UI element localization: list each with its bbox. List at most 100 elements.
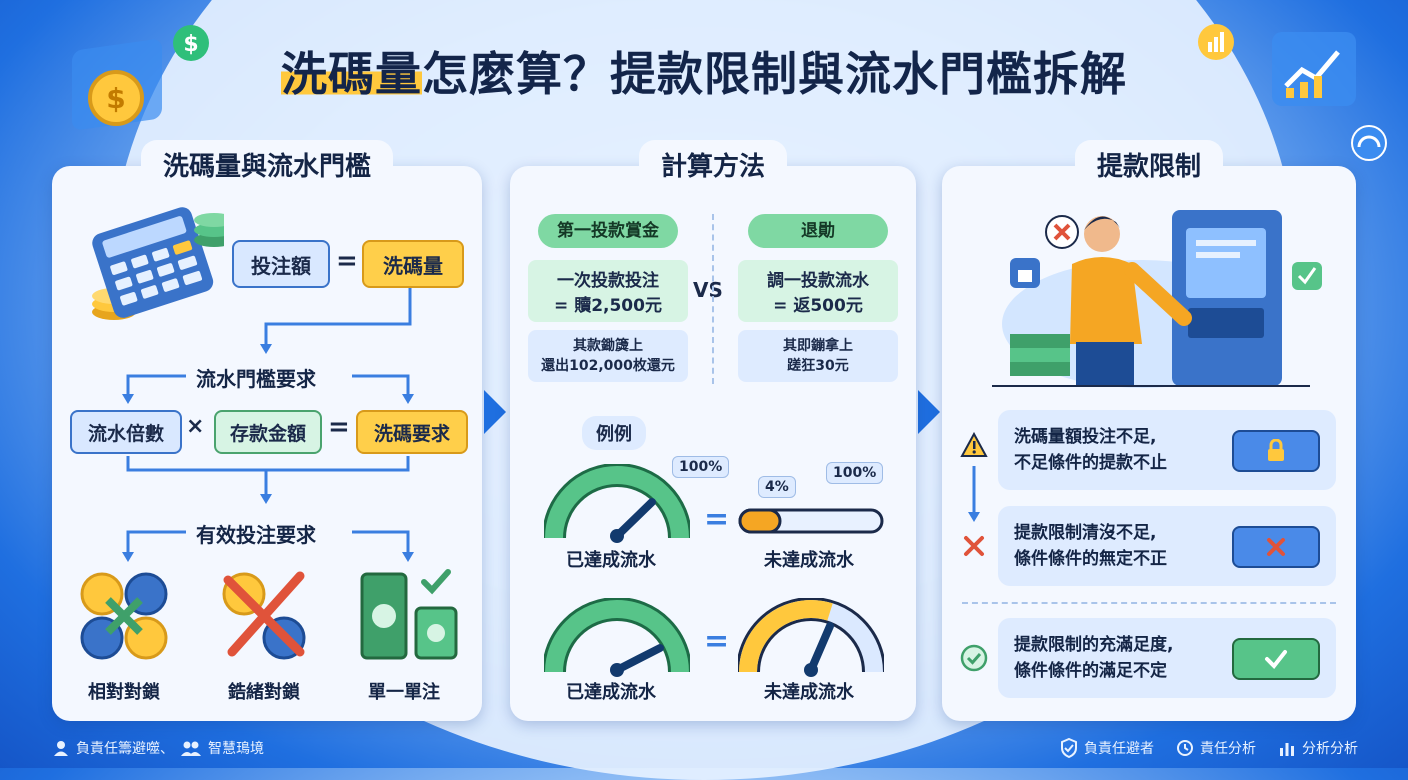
title-highlight: 洗碼量 — [281, 47, 422, 101]
atm-user-illustration — [992, 210, 1322, 388]
equals-sign: = — [336, 246, 358, 276]
row-divider — [962, 602, 1336, 604]
equals-gauge-1: = — [704, 502, 730, 537]
group-icon — [181, 741, 201, 756]
green-check-icon — [960, 644, 988, 672]
right-note-line1: 其即鏰拿上 — [783, 338, 853, 354]
panel-calculation-tab: 計算方法 — [638, 140, 788, 187]
svg-text:$: $ — [183, 32, 198, 57]
right-note-card: 其即鏰拿上 蹉狂30元 — [738, 330, 898, 382]
restriction-row-3: 提款限制的充滿足度, 條件條件的滿足不定 — [998, 618, 1336, 698]
right-calc-line2: = 返500元 — [773, 296, 863, 316]
gauge-bubble-icon — [1351, 125, 1387, 161]
flow-arrows — [122, 288, 414, 562]
check-icon — [1265, 650, 1287, 669]
item-label-1: 相對對鎖 — [88, 682, 160, 703]
hedge-chips-icon — [80, 572, 168, 660]
restriction-row-3-line1: 提款限制的充滿足度, — [1014, 635, 1174, 655]
restriction-row-3-line2: 條件條件的滿足不定 — [1014, 661, 1167, 681]
footer-right: 負責任避者 責任分析 分析分析 — [1060, 738, 1358, 758]
single-bet-icon — [360, 569, 458, 660]
panel-calculation: 計算方法 第一投款賞金 退勛 一次投款投注 = 贖2,500元 VS 調一投款流… — [510, 140, 916, 721]
restriction-row-2: 提款限制清沒不足, 條件條件的無定不正 — [998, 506, 1336, 586]
example-pill: 例例 — [582, 416, 646, 450]
restriction-row-1-line1: 洗碼量額投注不足, — [1014, 427, 1157, 447]
restriction-row-2-text: 提款限制清沒不足, 條件條件的無定不正 — [1014, 520, 1167, 572]
left-note-line1: 其款鋤簴上 — [573, 338, 643, 354]
times-sign: × — [186, 414, 205, 439]
left-calc-line1: 一次投款投注 — [557, 271, 659, 291]
not-reached-label-1: 未達成流水 — [764, 550, 854, 571]
panel-wagering-tab: 洗碼量與流水門檻 — [140, 140, 394, 187]
rebate-pill: 退勛 — [748, 214, 888, 248]
first-deposit-pill: 第一投款賞金 — [538, 214, 678, 248]
x-icon — [1267, 538, 1285, 556]
page-title: 洗碼量怎麼算？提款限制與流水門檻拆解 — [0, 38, 1408, 104]
title-rest: 怎麼算？提款限制與流水門檻拆解 — [422, 47, 1127, 101]
bar-chart-icon — [1280, 743, 1294, 756]
right-calc-line1: 調一投款流水 — [767, 271, 869, 291]
arrow-right-2 — [918, 390, 940, 434]
valid-bet-label: 有效投注要求 — [196, 523, 316, 547]
deposit-box: 存款金額 — [214, 410, 322, 454]
left-calc-card: 一次投款投注 = 贖2,500元 — [528, 260, 688, 322]
footer-right-3: 分析分析 — [1302, 741, 1358, 757]
reject-button[interactable] — [1232, 526, 1320, 568]
left-note-card: 其款鋤簴上 還出102,000枚還元 — [528, 330, 688, 382]
bet-amount-box: 投注額 — [232, 240, 330, 288]
chart-bubble-icon — [1198, 24, 1234, 60]
restriction-row-1-text: 洗碼量額投注不足, 不足條件的提款不止 — [1014, 424, 1167, 476]
rolling-amount-box: 洗碼量 — [362, 240, 464, 288]
restriction-row-2-line2: 條件條件的無定不正 — [1014, 549, 1167, 569]
restriction-row-2-line1: 提款限制清沒不足, — [1014, 523, 1157, 543]
vs-divider — [712, 214, 714, 384]
calculator-icon — [92, 207, 224, 320]
bar-end-label: 100% — [826, 462, 884, 484]
equals-gauge-2: = — [704, 624, 730, 659]
restriction-row-1-line2: 不足條件的提款不止 — [1014, 453, 1167, 473]
multiplier-box: 流水倍數 — [70, 410, 182, 454]
footer-right-1: 負責任避者 — [1084, 741, 1154, 757]
restriction-row-3-text: 提款限制的充滿足度, 條件條件的滿足不定 — [1014, 632, 1173, 684]
arrow-right-1 — [484, 390, 506, 434]
equals-sign-2: = — [328, 412, 350, 442]
restriction-row-1: 洗碼量額投注不足, 不足條件的提款不止 — [998, 410, 1336, 490]
approve-button[interactable] — [1232, 638, 1320, 680]
panel-wagering: 洗碼量與流水門檻 投注額 = 洗碼量 — [52, 140, 482, 721]
reached-label-1: 已達成流水 — [566, 550, 656, 571]
gauge-reached-2 — [544, 598, 690, 677]
vs-label: VS — [693, 278, 723, 302]
analytics-screen-icon — [1272, 32, 1356, 106]
footer-left: 負責任籌避噬、 智慧鳿境 — [52, 738, 264, 758]
left-calc-line2: = 贖2,500元 — [554, 296, 662, 316]
item-label-2: 鋯緒對鎖 — [228, 682, 300, 703]
rolling-requirement-box: 洗碼要求 — [356, 410, 468, 454]
dollar-coin-icon: $ — [72, 39, 162, 130]
right-calc-card: 調一投款流水 = 返500元 — [738, 260, 898, 322]
panel-withdrawal: 提款限制 洗碼量額投注不足, 不足條件的提款不止 提款限制清沒不足, 條件條件的無定… — [942, 140, 1356, 721]
shield-icon — [1061, 738, 1077, 758]
gauge-pct-label: 100% — [672, 456, 730, 478]
lock-button[interactable] — [1232, 430, 1320, 472]
warning-icon — [960, 432, 988, 457]
item-label-3: 單一單注 — [368, 682, 440, 703]
gauge-reached-1 — [544, 464, 690, 543]
cross-chips-icon — [222, 571, 306, 660]
lock-icon — [1268, 439, 1284, 461]
not-reached-label-2: 未達成流水 — [764, 682, 854, 703]
user-icon — [54, 741, 68, 756]
footer-left-text: 負責任籌避噬、 — [76, 741, 174, 757]
reached-label-2: 已達成流水 — [566, 682, 656, 703]
right-note-line2: 蹉狂30元 — [787, 358, 849, 374]
left-note-line2: 還出102,000枚還元 — [541, 358, 675, 374]
progress-bar — [738, 508, 884, 534]
svg-text:$: $ — [106, 82, 125, 115]
threshold-label: 流水門檻要求 — [196, 367, 316, 391]
down-arrow-icon — [968, 466, 980, 522]
gauge-not-reached — [738, 598, 884, 677]
footer-left-text-2: 智慧鳿境 — [208, 741, 264, 757]
bar-start-label: 4% — [758, 476, 796, 498]
footer-right-2: 責任分析 — [1200, 741, 1256, 757]
clock-icon — [1177, 740, 1193, 756]
panel-withdrawal-tab: 提款限制 — [1074, 140, 1224, 187]
